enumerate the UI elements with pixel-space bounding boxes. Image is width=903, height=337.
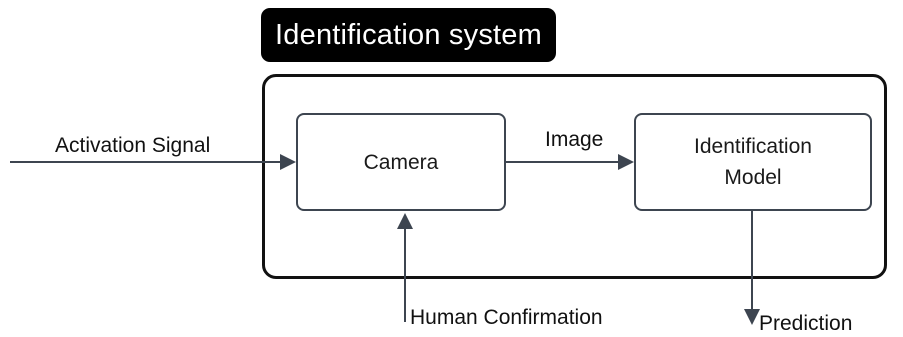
image-label: Image [545,128,604,151]
diagram-title-text: Identification system [275,18,542,51]
model-label-line-1: Identification [694,135,812,158]
activation-arrowhead [280,154,296,170]
image-arrowhead [618,154,634,170]
human-confirmation-label: Human Confirmation [410,306,603,329]
identification-model-node: Identification Model [634,113,872,211]
activation-signal-label: Activation Signal [55,134,211,157]
camera-node-label: Camera [363,150,439,174]
prediction-arrowhead [744,309,760,325]
model-label-line-2: Model [724,166,782,189]
identification-model-node-label: Identification Model [694,131,812,193]
system-boundary-frame [262,74,887,279]
diagram-title: Identification system [261,8,556,62]
camera-node: Camera [296,113,506,211]
prediction-label: Prediction [759,312,853,335]
human-arrowhead [397,213,413,229]
